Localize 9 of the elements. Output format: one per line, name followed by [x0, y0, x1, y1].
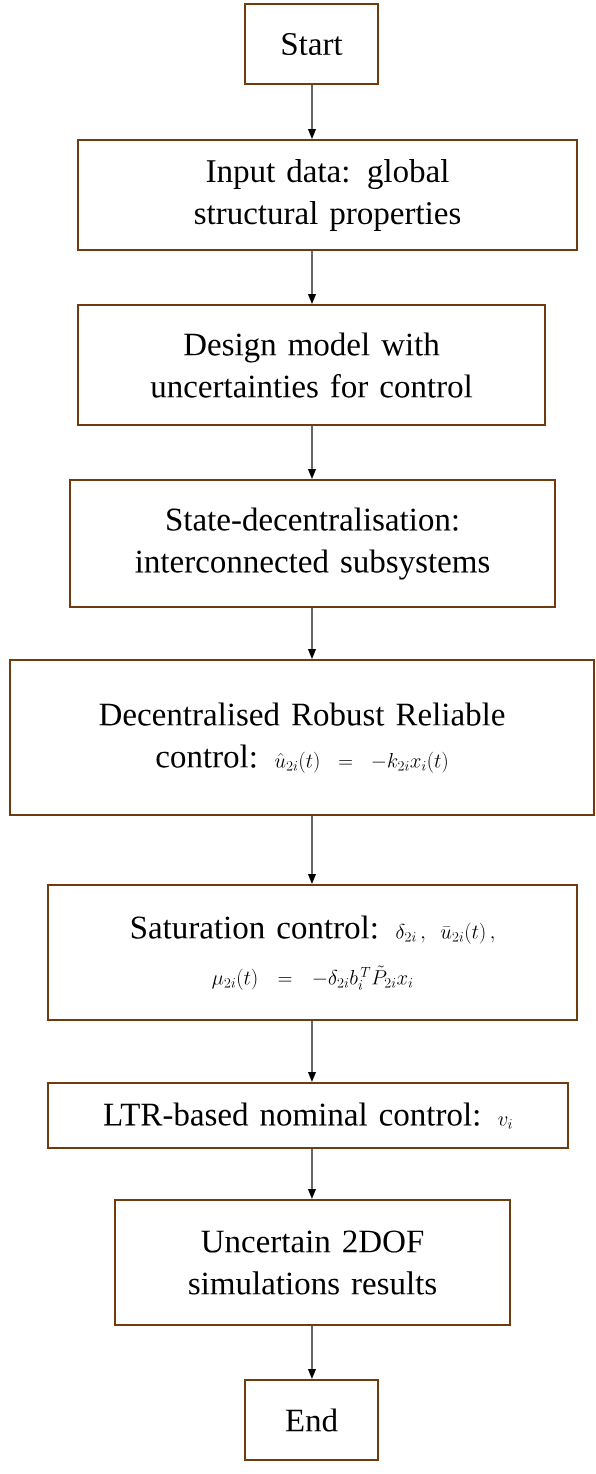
process-box: State-decentralisation: interconnected subsystems	[69, 479, 556, 608]
process-box: LTR-based nominal control: $v_i$	[47, 1082, 569, 1149]
process-box: Uncertain 2DOF simulations results	[114, 1199, 511, 1326]
process-box: Start	[244, 3, 379, 85]
process-box: End	[244, 1379, 379, 1461]
process-box: Saturation control: $\delta_{2i}\,,\ \bar{u}_{2i}(t)\,,$ $\mu_{2i}(t) = -\delta_{2i} b_i^{\,T} \tilde{P}_{2i} x_i$	[47, 884, 578, 1021]
process-box: Design model with uncertainties for control	[77, 304, 546, 426]
process-box: Decentralised Robust Reliable control: $\hat{u}_{2i}(t) = -k_{2i}x_i(t)$	[9, 659, 595, 816]
process-box: Input data: global structural properties	[77, 139, 578, 251]
